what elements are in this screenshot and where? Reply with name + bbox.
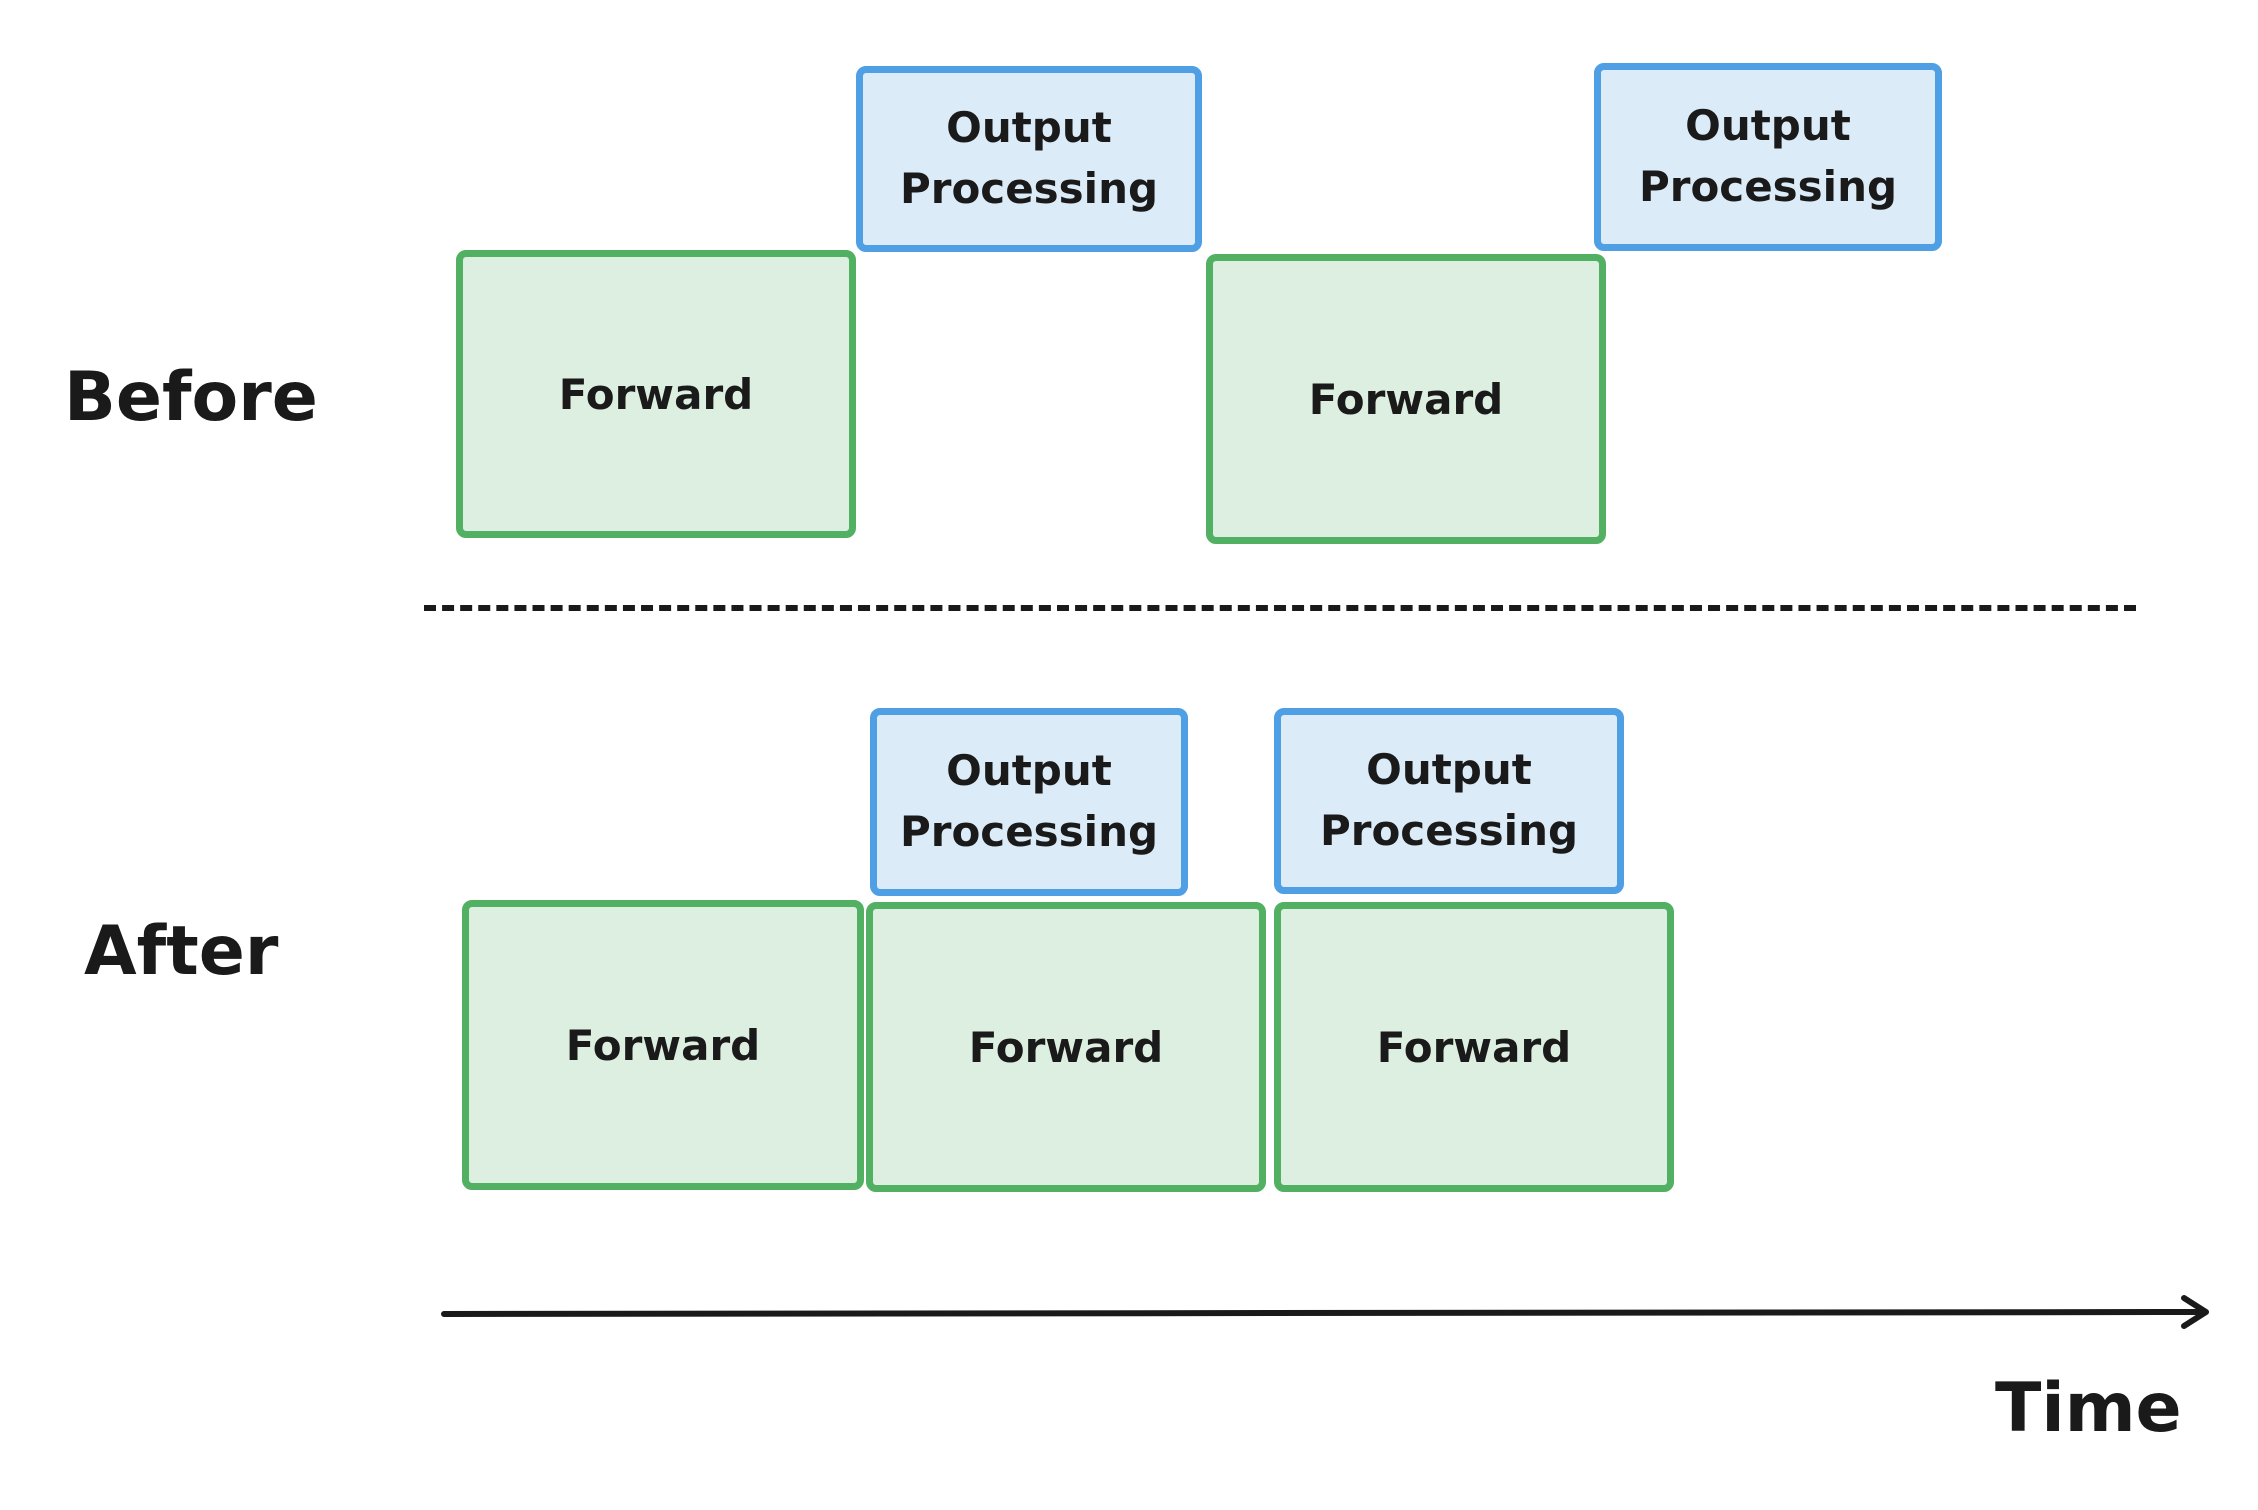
output-processing-label-line1: Output [946,103,1112,153]
time-axis-arrow [441,1295,2209,1329]
output-processing-label-line1: Output [1685,101,1851,151]
output-processing-label-line1: Output [1366,745,1532,795]
forward-label: Forward [558,369,754,419]
before-output-processing-box-1: Output Processing [856,66,1202,252]
output-processing-label-line1: Output [946,746,1112,796]
after-row-label: After [84,912,279,991]
after-forward-box-3: Forward [1274,902,1674,1192]
time-axis-label: Time [1995,1369,2182,1448]
before-forward-box-2: Forward [1206,254,1606,544]
output-processing-label-line2: Processing [1638,162,1898,211]
after-output-processing-box-1: Output Processing [870,708,1188,896]
forward-label: Forward [1308,374,1504,424]
after-forward-box-2: Forward [866,902,1266,1192]
output-processing-label-line2: Processing [899,807,1159,856]
forward-label: Forward [968,1022,1164,1072]
before-after-divider [424,605,2136,611]
forward-label: Forward [565,1020,761,1070]
before-row-label: Before [64,358,318,437]
output-processing-label-line2: Processing [899,164,1159,213]
before-forward-box-1: Forward [456,250,856,538]
after-output-processing-box-2: Output Processing [1274,708,1624,894]
time-axis-line [441,1309,2205,1317]
output-processing-label-line2: Processing [1319,806,1579,855]
before-output-processing-box-2: Output Processing [1594,63,1942,251]
after-forward-box-1: Forward [462,900,864,1190]
forward-label: Forward [1376,1022,1572,1072]
arrow-head-icon [2181,1295,2209,1329]
